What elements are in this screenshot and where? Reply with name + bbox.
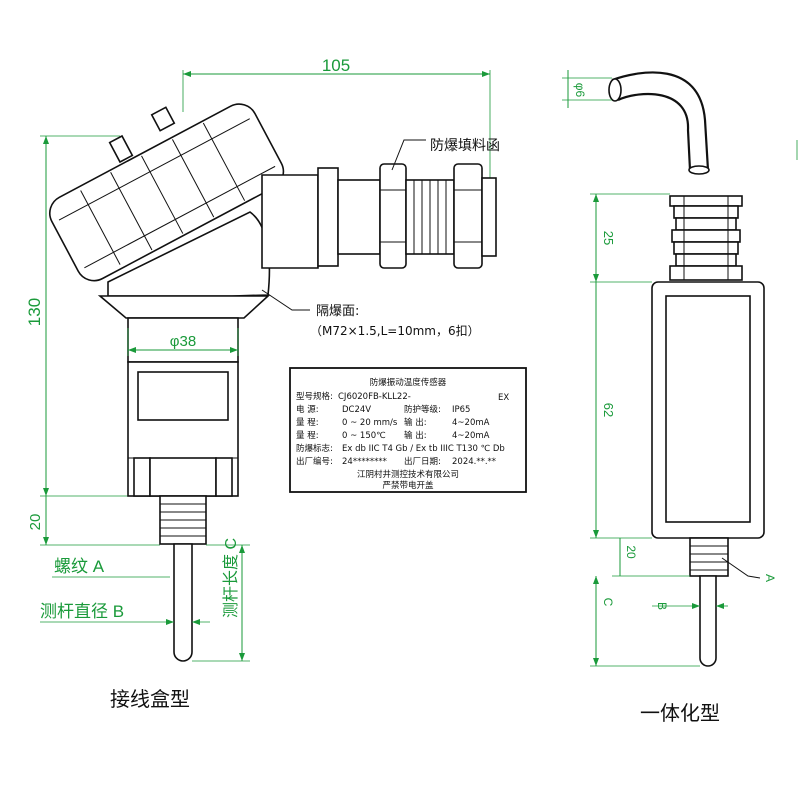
nameplate-warning: 严禁带电开盖 — [382, 480, 434, 491]
label-rod-length-c: 测杆长度 C — [222, 538, 240, 618]
label-flameproof-spec: （M72×1.5,L=10mm，6扣） — [310, 324, 480, 338]
label-flameproof-surface: 隔爆面: — [316, 304, 359, 319]
caption-junction-box-type: 接线盒型 — [110, 687, 190, 711]
plate-row-2-key: 量 程: — [296, 418, 319, 428]
label-rod-diameter-b: 测杆直径 B — [40, 602, 124, 621]
plate-row-3-key2: 输 出: — [404, 430, 427, 441]
plate-row-4-val: Ex db IIC T4 Gb / Ex tb IIIC T130 ℃ Db — [342, 444, 505, 454]
plate-row-2-key2: 输 出: — [404, 417, 427, 428]
plate-row-1-key2: 防护等级: — [404, 404, 441, 415]
caption-integrated-type: 一体化型 — [640, 701, 720, 725]
plate-row-0-key: 型号规格: — [296, 391, 333, 402]
dim-width-105: 105 — [322, 56, 350, 75]
plate-row-4-key: 防爆标志: — [296, 443, 333, 454]
plate-row-1-key: 电 源: — [296, 404, 319, 415]
plate-row-3-val: 0 ~ 150℃ — [342, 431, 386, 441]
plate-row-3-key: 量 程: — [296, 431, 319, 441]
dim-cable-phi6: φ6 — [573, 83, 587, 98]
dim-height-130: 130 — [25, 298, 44, 326]
nameplate-company: 江阴村井测控技术有限公司 — [357, 469, 459, 480]
plate-row-1-val: DC24V — [342, 405, 371, 415]
label-c-right: C — [601, 598, 615, 607]
dim-thread-length-20: 20 — [27, 514, 44, 531]
label-a-right: A — [763, 574, 777, 582]
dim-thread-length-20-right: 20 — [624, 545, 638, 559]
junction-box-view: 105 130 20 — [25, 56, 500, 711]
plate-row-3-val2: 4~20mA — [452, 431, 490, 441]
nameplate: 防爆振动温度传感器 EX 型号规格: CJ6020FB-KLL22- 电 源: … — [289, 367, 527, 493]
plate-row-5-key: 出厂编号: — [296, 456, 333, 467]
label-b-right: B — [655, 602, 669, 610]
housing-cap — [49, 103, 285, 282]
plate-row-0-val: CJ6020FB-KLL22- — [338, 392, 411, 402]
plate-row-5-key2: 出厂日期: — [404, 456, 441, 467]
nameplate-ex-mark: EX — [498, 393, 509, 403]
label-explosion-proof-gland: 防爆填料函 — [430, 138, 500, 154]
dim-neck-phi38: φ38 — [170, 333, 196, 350]
plate-row-2-val: 0 ~ 20 mm/s — [342, 418, 398, 428]
integrated-view: φ6 25 62 20 — [562, 70, 798, 725]
label-thread-a: 螺纹 A — [54, 557, 105, 576]
plate-row-5-val2: 2024.**.** — [452, 457, 496, 467]
dim-body-length-62: 62 — [601, 403, 616, 417]
plate-row-5-val: 24******** — [342, 457, 387, 467]
plate-row-2-val2: 4~20mA — [452, 418, 490, 428]
dim-top-length-25: 25 — [601, 231, 616, 245]
plate-row-1-val2: IP65 — [452, 405, 470, 415]
nameplate-title: 防爆振动温度传感器 — [370, 377, 447, 388]
